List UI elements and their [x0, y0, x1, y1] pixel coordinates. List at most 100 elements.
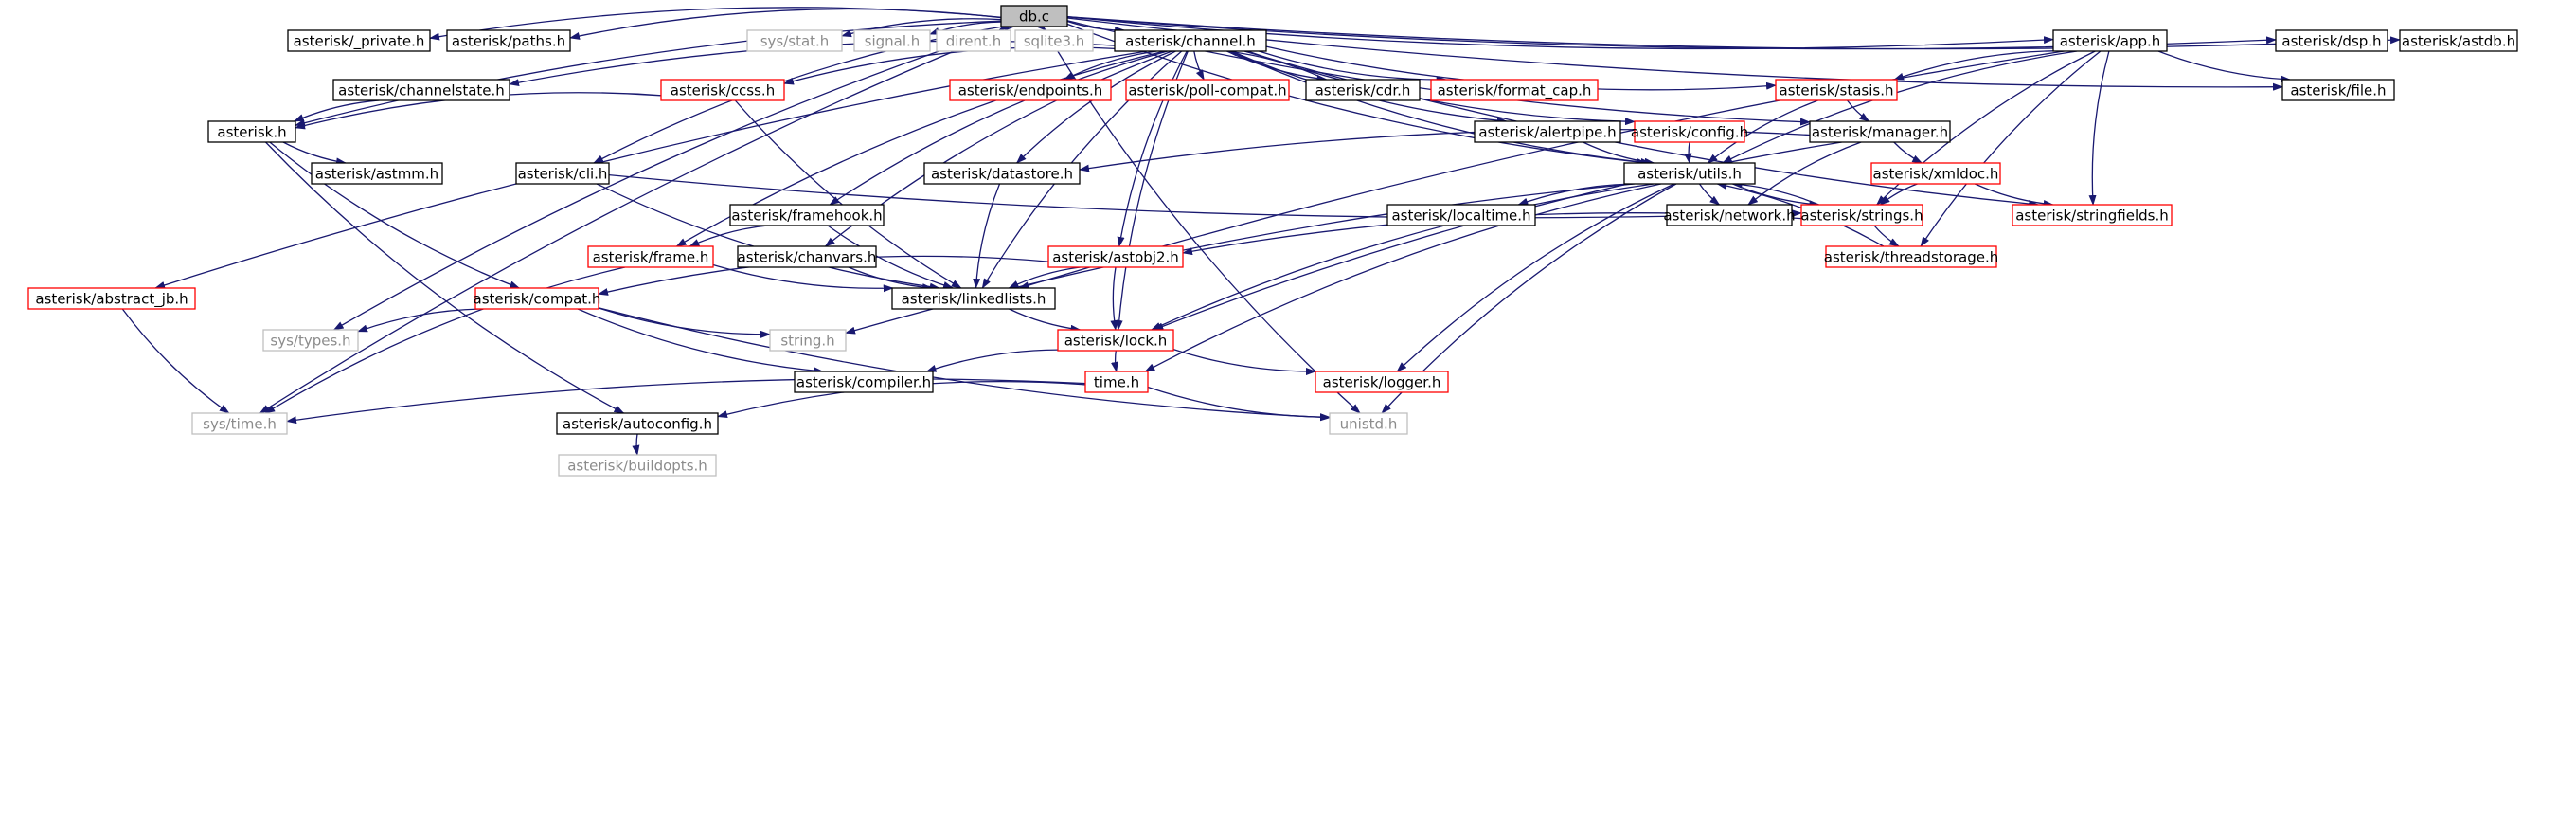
- node-strings-h-label: asterisk/strings.h: [1800, 208, 1923, 225]
- node-localtime-h[interactable]: asterisk/localtime.h: [1386, 204, 1536, 226]
- node-db-c[interactable]: db.c: [1000, 5, 1068, 27]
- edge-utils-h-to-lock-h: [1150, 183, 1655, 331]
- node-logger-h-label: asterisk/logger.h: [1323, 374, 1441, 391]
- node-alertpipe-h-label: asterisk/alertpipe.h: [1478, 124, 1616, 141]
- node-dsp-h[interactable]: asterisk/dsp.h: [2275, 29, 2388, 52]
- node-stringfields-h-box: [2012, 204, 2173, 226]
- node-sys-time-h-label: sys/time.h: [203, 416, 277, 433]
- node-lock-h[interactable]: asterisk/lock.h: [1057, 329, 1174, 352]
- node-frame-h[interactable]: asterisk/frame.h: [587, 245, 714, 268]
- node-xmldoc-h[interactable]: asterisk/xmldoc.h: [1870, 162, 2001, 185]
- edge-manager-h-to-xmldoc-h: [1893, 141, 1923, 164]
- node-stringfields-h-label: asterisk/stringfields.h: [2015, 208, 2169, 225]
- node-autoconfig-h[interactable]: asterisk/autoconfig.h: [556, 412, 719, 435]
- edge-db-c-to-sys-time-h: [259, 26, 1014, 414]
- node-manager-h[interactable]: asterisk/manager.h: [1809, 120, 1951, 143]
- edge-db-c-to-sys-types-h: [332, 26, 1011, 331]
- node-utils-h-box: [1623, 162, 1756, 185]
- node-string-h-box: [769, 329, 847, 352]
- node-cdr-h-box: [1305, 79, 1421, 101]
- node-stringfields-h[interactable]: asterisk/stringfields.h: [2012, 204, 2173, 226]
- node-channel-h[interactable]: asterisk/channel.h: [1114, 29, 1267, 52]
- node-signal-h[interactable]: signal.h: [853, 29, 931, 52]
- node-astmm-h[interactable]: asterisk/astmm.h: [311, 162, 443, 185]
- node-asterisk-h[interactable]: asterisk.h: [207, 120, 296, 143]
- node-sys-time-h[interactable]: sys/time.h: [191, 412, 288, 435]
- node-app-h[interactable]: asterisk/app.h: [2052, 29, 2168, 52]
- node-paths-h[interactable]: asterisk/paths.h: [446, 29, 571, 52]
- node-cdr-h[interactable]: asterisk/cdr.h: [1305, 79, 1421, 101]
- node-signal-h-box: [853, 29, 931, 52]
- node-channel-h-label: asterisk/channel.h: [1125, 33, 1256, 50]
- node-channelstate-h[interactable]: asterisk/channelstate.h: [332, 79, 510, 101]
- node-channelstate-h-box: [332, 79, 510, 101]
- node-file-h[interactable]: asterisk/file.h: [2281, 79, 2395, 101]
- node-private-h-label: asterisk/_private.h: [294, 33, 425, 51]
- node-astmm-h-label: asterisk/astmm.h: [315, 166, 438, 183]
- edge-frame-h-to-sys-time-h: [264, 266, 626, 414]
- node-sys-stat-h-label: sys/stat.h: [760, 33, 830, 50]
- node-datastore-h-label: asterisk/datastore.h: [931, 166, 1073, 183]
- node-sqlite3-h[interactable]: sqlite3.h: [1014, 29, 1094, 52]
- node-file-h-label: asterisk/file.h: [2290, 82, 2386, 99]
- node-compiler-h-box: [794, 371, 934, 393]
- node-paths-h-label: asterisk/paths.h: [452, 33, 565, 50]
- edge-asterisk-h-to-compat-h: [269, 141, 521, 289]
- node-compat-h[interactable]: asterisk/compat.h: [474, 287, 601, 310]
- edge-channel-h-to-utils-h: [1229, 50, 1652, 166]
- node-time-h[interactable]: time.h: [1084, 371, 1149, 393]
- edge-astobj2-h-to-linkedlists-h: [1008, 266, 1081, 289]
- node-strings-h-box: [1800, 204, 1923, 226]
- edge-db-c-to-asterisk-h: [295, 20, 1002, 127]
- node-unistd-h[interactable]: unistd.h: [1329, 412, 1408, 435]
- node-ccss-h[interactable]: asterisk/ccss.h: [660, 79, 785, 101]
- node-abstract-jb-h[interactable]: asterisk/abstract_jb.h: [27, 287, 196, 310]
- node-linkedlists-h[interactable]: asterisk/linkedlists.h: [891, 287, 1056, 310]
- node-astobj2-h[interactable]: asterisk/astobj2.h: [1047, 245, 1184, 268]
- node-buildopts-h-box: [558, 454, 717, 477]
- node-compiler-h[interactable]: asterisk/compiler.h: [794, 371, 934, 393]
- node-sqlite3-h-box: [1014, 29, 1094, 52]
- edge-app-h-to-file-h: [2157, 50, 2291, 83]
- node-sys-types-h[interactable]: sys/types.h: [262, 329, 359, 352]
- node-asterisk-h-label: asterisk.h: [217, 124, 286, 141]
- node-alertpipe-h[interactable]: asterisk/alertpipe.h: [1474, 120, 1621, 143]
- node-linkedlists-h-box: [891, 287, 1056, 310]
- node-threadstorage-h[interactable]: asterisk/threadstorage.h: [1824, 245, 1998, 268]
- node-format-cap-h[interactable]: asterisk/format_cap.h: [1430, 79, 1599, 101]
- node-logger-h[interactable]: asterisk/logger.h: [1315, 371, 1449, 393]
- edge-channel-h-to-datastore-h: [1015, 50, 1176, 164]
- edge-time-h-to-unistd-h: [1147, 386, 1331, 422]
- node-stasis-h[interactable]: asterisk/stasis.h: [1775, 79, 1898, 101]
- node-astdb-h[interactable]: asterisk/astdb.h: [2399, 29, 2518, 52]
- node-cli-h-label: asterisk/cli.h: [518, 166, 608, 183]
- node-unistd-h-box: [1329, 412, 1408, 435]
- node-string-h[interactable]: string.h: [769, 329, 847, 352]
- node-poll-compat-h[interactable]: asterisk/poll-compat.h: [1125, 79, 1290, 101]
- edge-db-c-to-app-h: [1066, 16, 2054, 50]
- node-logger-h-box: [1315, 371, 1449, 393]
- node-sqlite3-h-label: sqlite3.h: [1024, 33, 1085, 50]
- node-endpoints-h[interactable]: asterisk/endpoints.h: [949, 79, 1112, 101]
- node-sys-stat-h[interactable]: sys/stat.h: [746, 29, 843, 52]
- node-utils-h[interactable]: asterisk/utils.h: [1623, 162, 1756, 185]
- node-config-h[interactable]: asterisk/config.h: [1631, 120, 1748, 143]
- node-chanvars-h[interactable]: asterisk/chanvars.h: [737, 245, 877, 268]
- node-endpoints-h-box: [949, 79, 1112, 101]
- edge-app-h-to-threadstorage-h: [1920, 50, 2102, 247]
- edge-lock-h-to-compiler-h: [925, 349, 1059, 372]
- edge-channel-h-to-astobj2-h: [1117, 50, 1188, 247]
- node-dirent-h[interactable]: dirent.h: [936, 29, 1011, 52]
- node-dirent-h-box: [936, 29, 1011, 52]
- node-strings-h[interactable]: asterisk/strings.h: [1800, 204, 1923, 226]
- node-private-h[interactable]: asterisk/_private.h: [287, 29, 431, 52]
- node-buildopts-h[interactable]: asterisk/buildopts.h: [558, 454, 717, 477]
- node-cli-h[interactable]: asterisk/cli.h: [515, 162, 610, 185]
- edge-ccss-h-to-linkedlists-h: [734, 99, 962, 289]
- node-framehook-h[interactable]: asterisk/framehook.h: [729, 204, 885, 226]
- node-signal-h-label: signal.h: [865, 33, 921, 50]
- edge-asterisk-h-to-autoconfig-h: [265, 141, 625, 414]
- node-network-h[interactable]: asterisk/network.h: [1663, 204, 1796, 226]
- node-datastore-h[interactable]: asterisk/datastore.h: [923, 162, 1081, 185]
- node-autoconfig-h-box: [556, 412, 719, 435]
